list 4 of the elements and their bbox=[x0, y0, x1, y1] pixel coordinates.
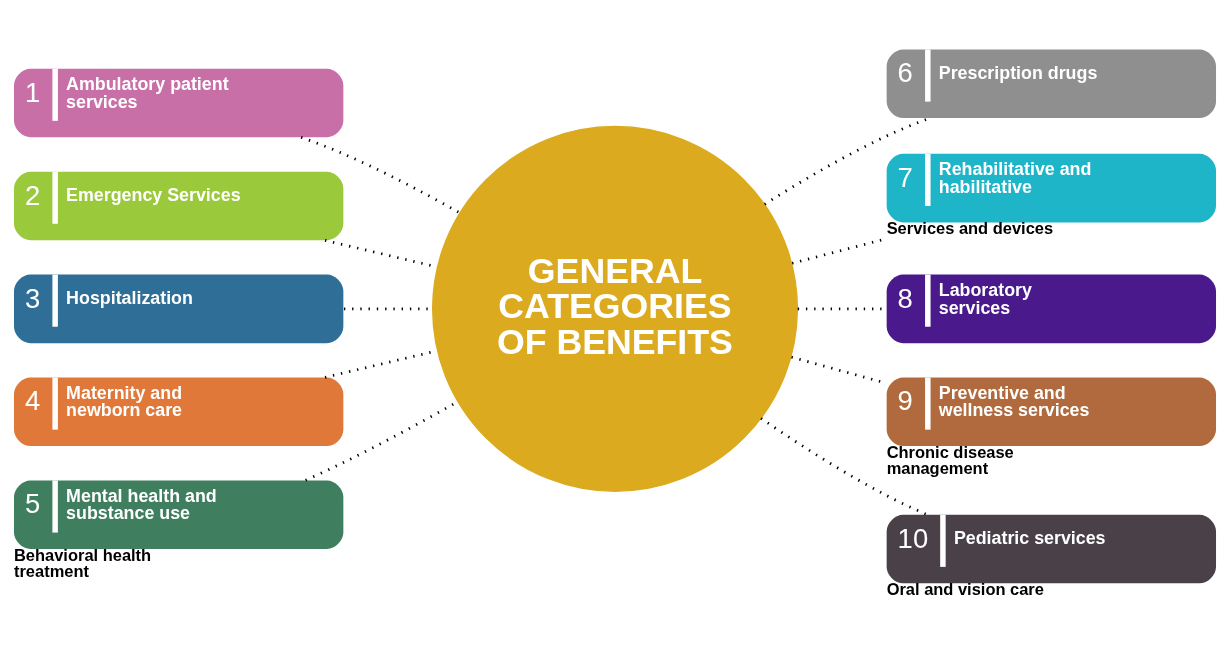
connector bbox=[760, 417, 927, 516]
node-circle: GENERAL CATEGORIES OF BENEFITS bbox=[431, 125, 799, 492]
connector bbox=[763, 116, 931, 206]
connector bbox=[300, 136, 461, 215]
